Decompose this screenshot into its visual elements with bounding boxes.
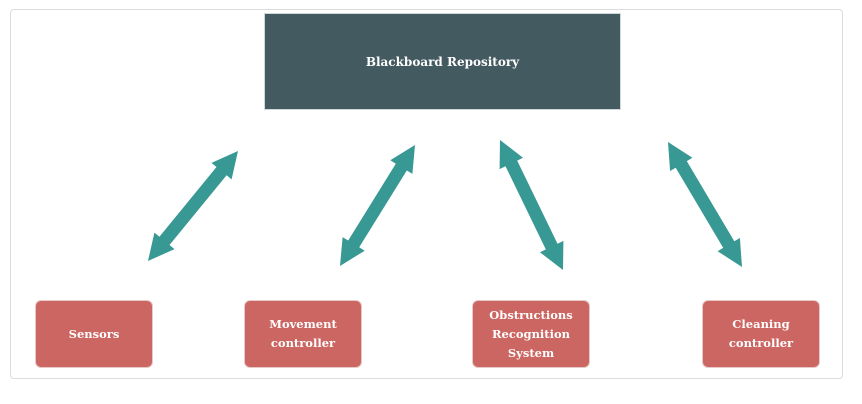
cleaning-controller-box[interactable]: Cleaning controller	[702, 300, 820, 368]
blackboard-repository-box[interactable]: Blackboard Repository	[264, 13, 621, 110]
blackboard-repository-label: Blackboard Repository	[365, 54, 520, 69]
obstructions-recognition-system-label: Obstructions Recognition System	[489, 307, 573, 360]
movement-controller-box[interactable]: Movement controller	[244, 300, 362, 368]
movement-controller-label: Movement controller	[269, 317, 337, 350]
sensors-label: Sensors	[68, 326, 120, 341]
sensors-box[interactable]: Sensors	[35, 300, 153, 368]
obstructions-recognition-system-box[interactable]: Obstructions Recognition System	[472, 300, 590, 368]
cleaning-controller-label: Cleaning controller	[728, 317, 794, 350]
